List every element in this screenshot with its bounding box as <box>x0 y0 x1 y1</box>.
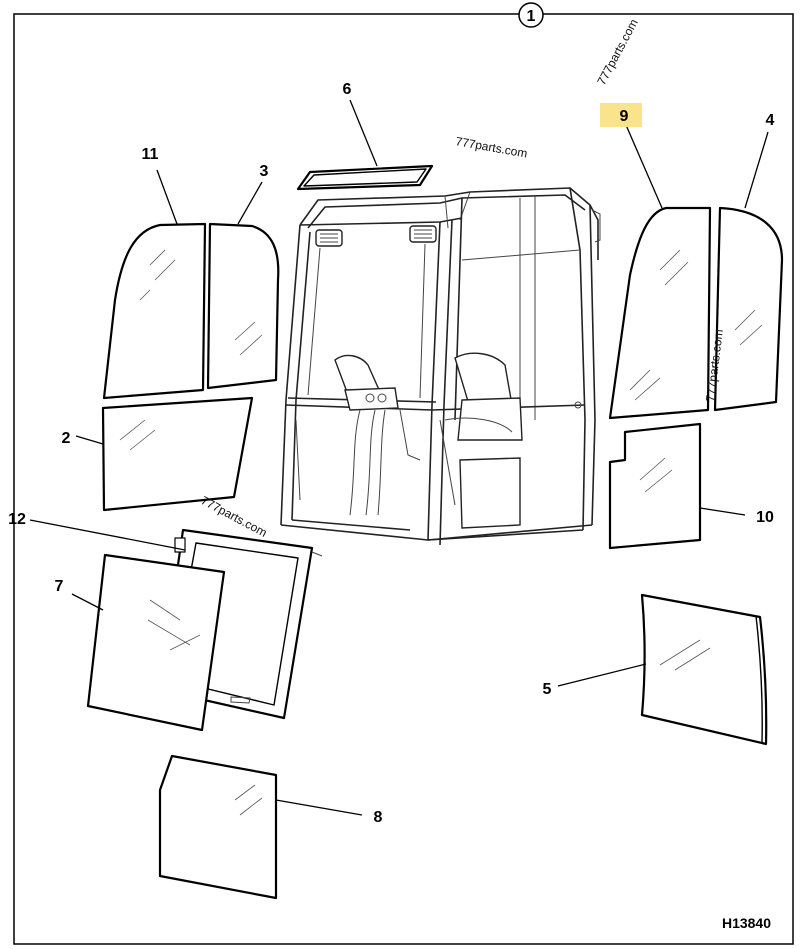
figure-number-badge: 1 <box>518 2 544 28</box>
callout-8: 8 <box>374 809 383 826</box>
part-9-side-glass-upper-front-right <box>608 206 712 420</box>
callout-labels: 2 3 4 5 6 7 8 9 10 11 12 <box>8 81 774 826</box>
part-11-side-glass-upper-front <box>102 222 207 400</box>
drawing-code: H13840 <box>722 915 771 931</box>
part-3-side-glass-upper-rear <box>206 222 280 390</box>
part-10-side-glass-lower-right <box>608 422 702 550</box>
callout-5: 5 <box>543 681 552 698</box>
callout-7: 7 <box>55 578 64 595</box>
watermark-top-center: 777parts.com <box>454 134 528 160</box>
callout-3: 3 <box>260 163 269 180</box>
part-4-side-glass-upper-rear-right <box>713 206 784 412</box>
callout-4: 4 <box>766 112 775 129</box>
figure-number: 1 <box>527 8 536 25</box>
part-5-rear-glass <box>640 593 768 746</box>
callout-12: 12 <box>8 511 26 528</box>
callout-9: 9 <box>620 108 629 125</box>
drawing-border <box>13 13 794 945</box>
part-2-side-glass-lower <box>101 396 254 512</box>
leader-lines <box>29 99 769 816</box>
watermark-top-right: 777parts.com <box>594 17 640 88</box>
callout-10: 10 <box>756 509 774 526</box>
part-8-door-glass-lower <box>158 754 278 900</box>
callout-2: 2 <box>62 430 71 447</box>
part-7-door-glass <box>86 553 226 732</box>
callout-6: 6 <box>343 81 352 98</box>
callout-highlight <box>600 103 642 127</box>
callout-11: 11 <box>142 146 159 163</box>
part-6-roof-glass <box>296 164 434 191</box>
cab-assembly <box>280 187 601 546</box>
